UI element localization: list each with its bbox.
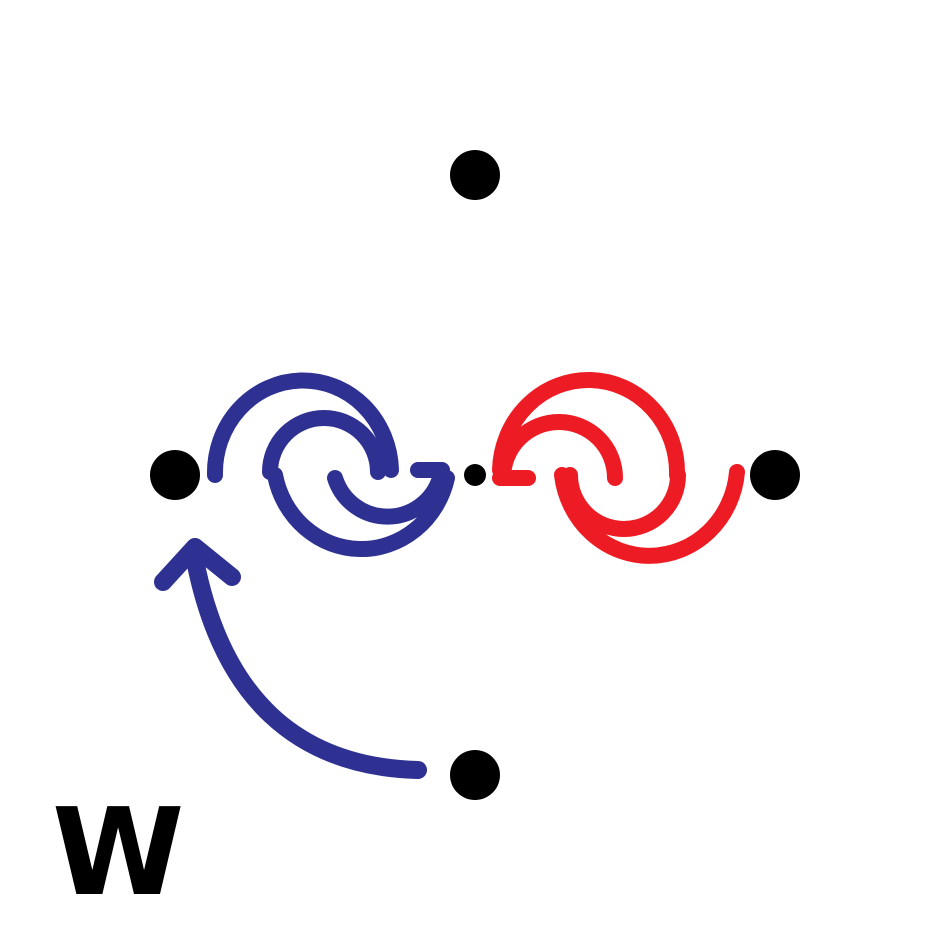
- node-right: [750, 450, 800, 500]
- diagram-label: W: [52, 784, 184, 923]
- blue-swap-inner-bottom-arc: [327, 470, 448, 525]
- blue-swap-outer-bottom-arc: [267, 467, 455, 558]
- blue-swap-inner-top-arc: [262, 410, 386, 480]
- blue-arrow-shaft: [186, 551, 427, 779]
- blue-arrow-head: [154, 538, 241, 591]
- red-swap-inner-top-arc: [495, 414, 623, 486]
- blue-swap-outer-top-arc: [206, 372, 399, 483]
- blue-swap: [206, 372, 455, 558]
- red-swap: [492, 371, 745, 564]
- node-top: [450, 150, 500, 200]
- node-center: [464, 464, 486, 486]
- red-swap-inner-bottom-arc: [562, 467, 686, 537]
- node-bottom: [450, 750, 500, 800]
- blue-arrow: [154, 538, 427, 779]
- node-left: [150, 450, 200, 500]
- red-swap-outer-top-arc: [492, 371, 686, 483]
